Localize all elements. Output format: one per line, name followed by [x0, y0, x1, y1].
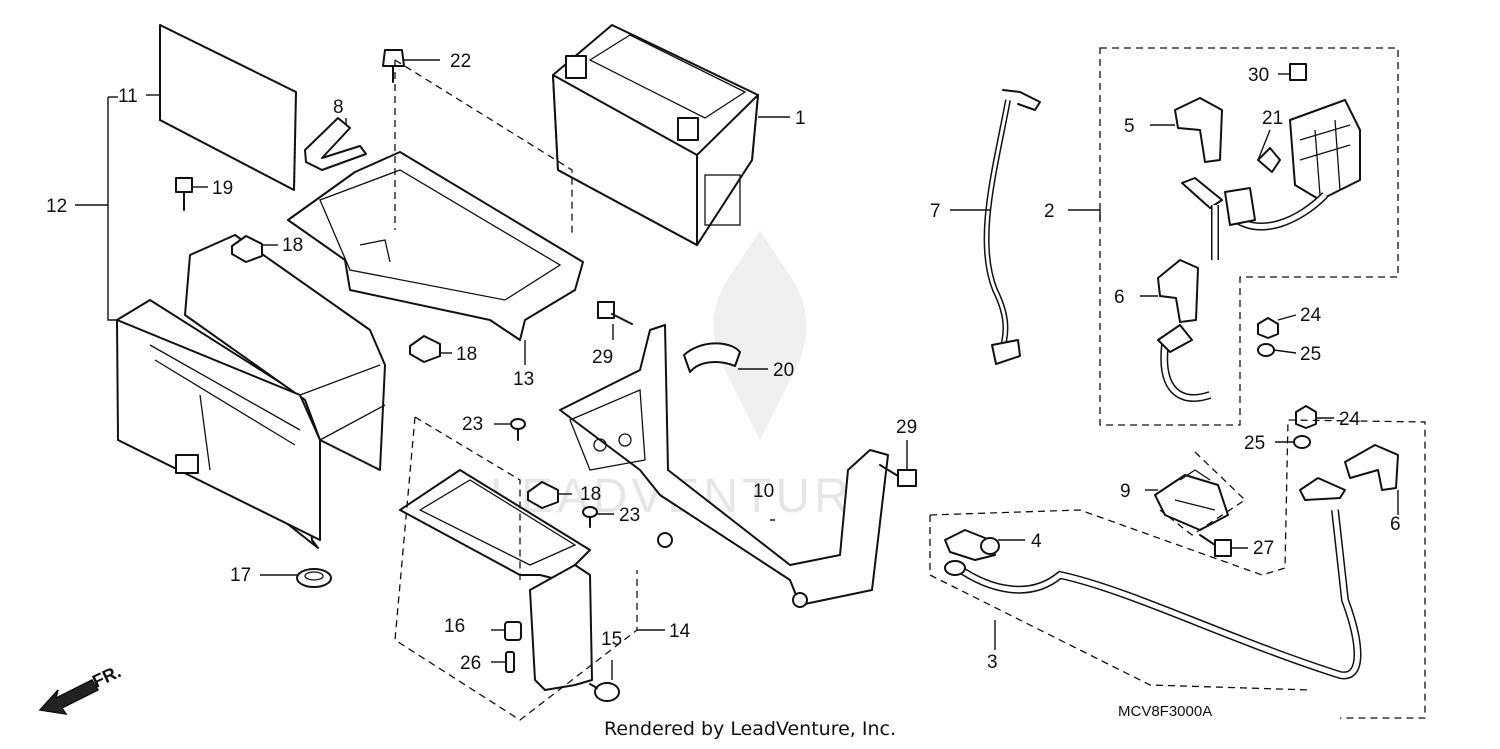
callout-3: 3	[987, 652, 998, 673]
diagram-code: MCV8F3000A	[1118, 703, 1213, 720]
part-18-clip-b	[409, 335, 441, 363]
part-16-grommet	[504, 621, 522, 641]
part-29-bolt-lower	[879, 464, 917, 487]
part-30-fuse	[1289, 63, 1307, 81]
part-6-terminal-cover-lower	[1344, 444, 1399, 491]
callout-6-lower: 6	[1390, 514, 1401, 535]
footer-credit: Rendered by LeadVenture, Inc.	[603, 718, 897, 740]
part-7-ground-cable	[983, 89, 1041, 365]
callout-30: 30	[1248, 65, 1269, 86]
callout-6-upper: 6	[1114, 287, 1125, 308]
part-18-clip-a	[231, 235, 263, 263]
callout-19: 19	[212, 178, 233, 199]
callout-13: 13	[513, 369, 534, 390]
part-8-bracket	[304, 117, 367, 171]
callout-26: 26	[460, 653, 481, 674]
part-3-battery-cable	[944, 477, 1362, 680]
part-25-washer-upper	[1257, 343, 1275, 357]
callout-18-c: 18	[580, 484, 601, 505]
part-23-screw-b	[582, 506, 598, 528]
group-outline-cable	[929, 419, 1426, 719]
part-19-bolt	[175, 177, 193, 211]
callout-10: 10	[753, 481, 774, 502]
watermark-logo	[713, 230, 807, 440]
part-24-nut-upper	[1257, 317, 1279, 339]
part-18-clip-c	[527, 481, 559, 509]
part-21-fuse-clip	[1257, 147, 1281, 173]
callout-1: 1	[795, 108, 806, 129]
part-2-harness	[1157, 99, 1361, 402]
callout-15: 15	[601, 629, 622, 650]
part-12-battery-box	[116, 234, 386, 549]
part-24-nut-lower	[1295, 405, 1317, 429]
part-23-screw-a	[510, 418, 526, 441]
callout-labels: 1 2 3 4 5 6 6 7 8 9 10 11 12 13 14 15 16…	[46, 51, 1401, 674]
part-29-bolt-upper	[597, 301, 633, 325]
part-20-strap	[683, 342, 741, 373]
callout-7: 7	[930, 201, 941, 222]
part-15-bolt	[589, 682, 620, 702]
callout-14: 14	[669, 621, 691, 642]
callout-22: 22	[450, 51, 471, 72]
callout-23-a: 23	[462, 414, 483, 435]
part-17-grommet	[296, 568, 332, 588]
part-26-collar	[505, 651, 515, 673]
callout-12: 12	[46, 196, 67, 217]
part-6-terminal-cover-upper	[1157, 259, 1199, 323]
callout-2: 2	[1044, 201, 1055, 222]
callout-17: 17	[230, 565, 251, 586]
callout-25-lower: 25	[1244, 433, 1265, 454]
part-4-terminal-boot	[944, 529, 1000, 561]
callout-24-lower: 24	[1339, 409, 1361, 430]
group-outline-harness	[1099, 47, 1399, 426]
part-27-bolt	[1199, 534, 1232, 557]
callout-16: 16	[444, 616, 465, 637]
callout-23-b: 23	[619, 505, 640, 526]
leader-lines	[75, 59, 1399, 680]
callout-9: 9	[1120, 481, 1131, 502]
part-9-starter-relay	[1154, 469, 1229, 531]
callout-18-a: 18	[282, 235, 303, 256]
callout-29-a: 29	[592, 347, 613, 368]
part-25-washer-lower	[1293, 435, 1311, 449]
callout-21: 21	[1262, 108, 1283, 129]
part-22-bolt	[382, 49, 405, 83]
part-13-battery-tray	[287, 151, 584, 341]
group-outline-cover	[394, 416, 638, 721]
part-1-battery	[552, 24, 759, 246]
callout-11: 11	[118, 86, 138, 107]
callout-8: 8	[333, 97, 344, 118]
part-5-terminal-cover	[1174, 97, 1223, 163]
callout-5: 5	[1124, 116, 1135, 137]
part-10-frame-bracket	[559, 324, 889, 608]
callout-4: 4	[1031, 531, 1042, 552]
callout-18-b: 18	[456, 344, 477, 365]
callout-25-upper: 25	[1300, 344, 1321, 365]
front-arrow-icon: FR.	[38, 661, 124, 716]
callout-20: 20	[773, 360, 794, 381]
callout-29-b: 29	[896, 417, 917, 438]
part-11-pad	[159, 23, 298, 192]
callout-24-upper: 24	[1300, 305, 1322, 326]
callout-27: 27	[1253, 538, 1274, 559]
group-outline-tray	[394, 59, 573, 235]
